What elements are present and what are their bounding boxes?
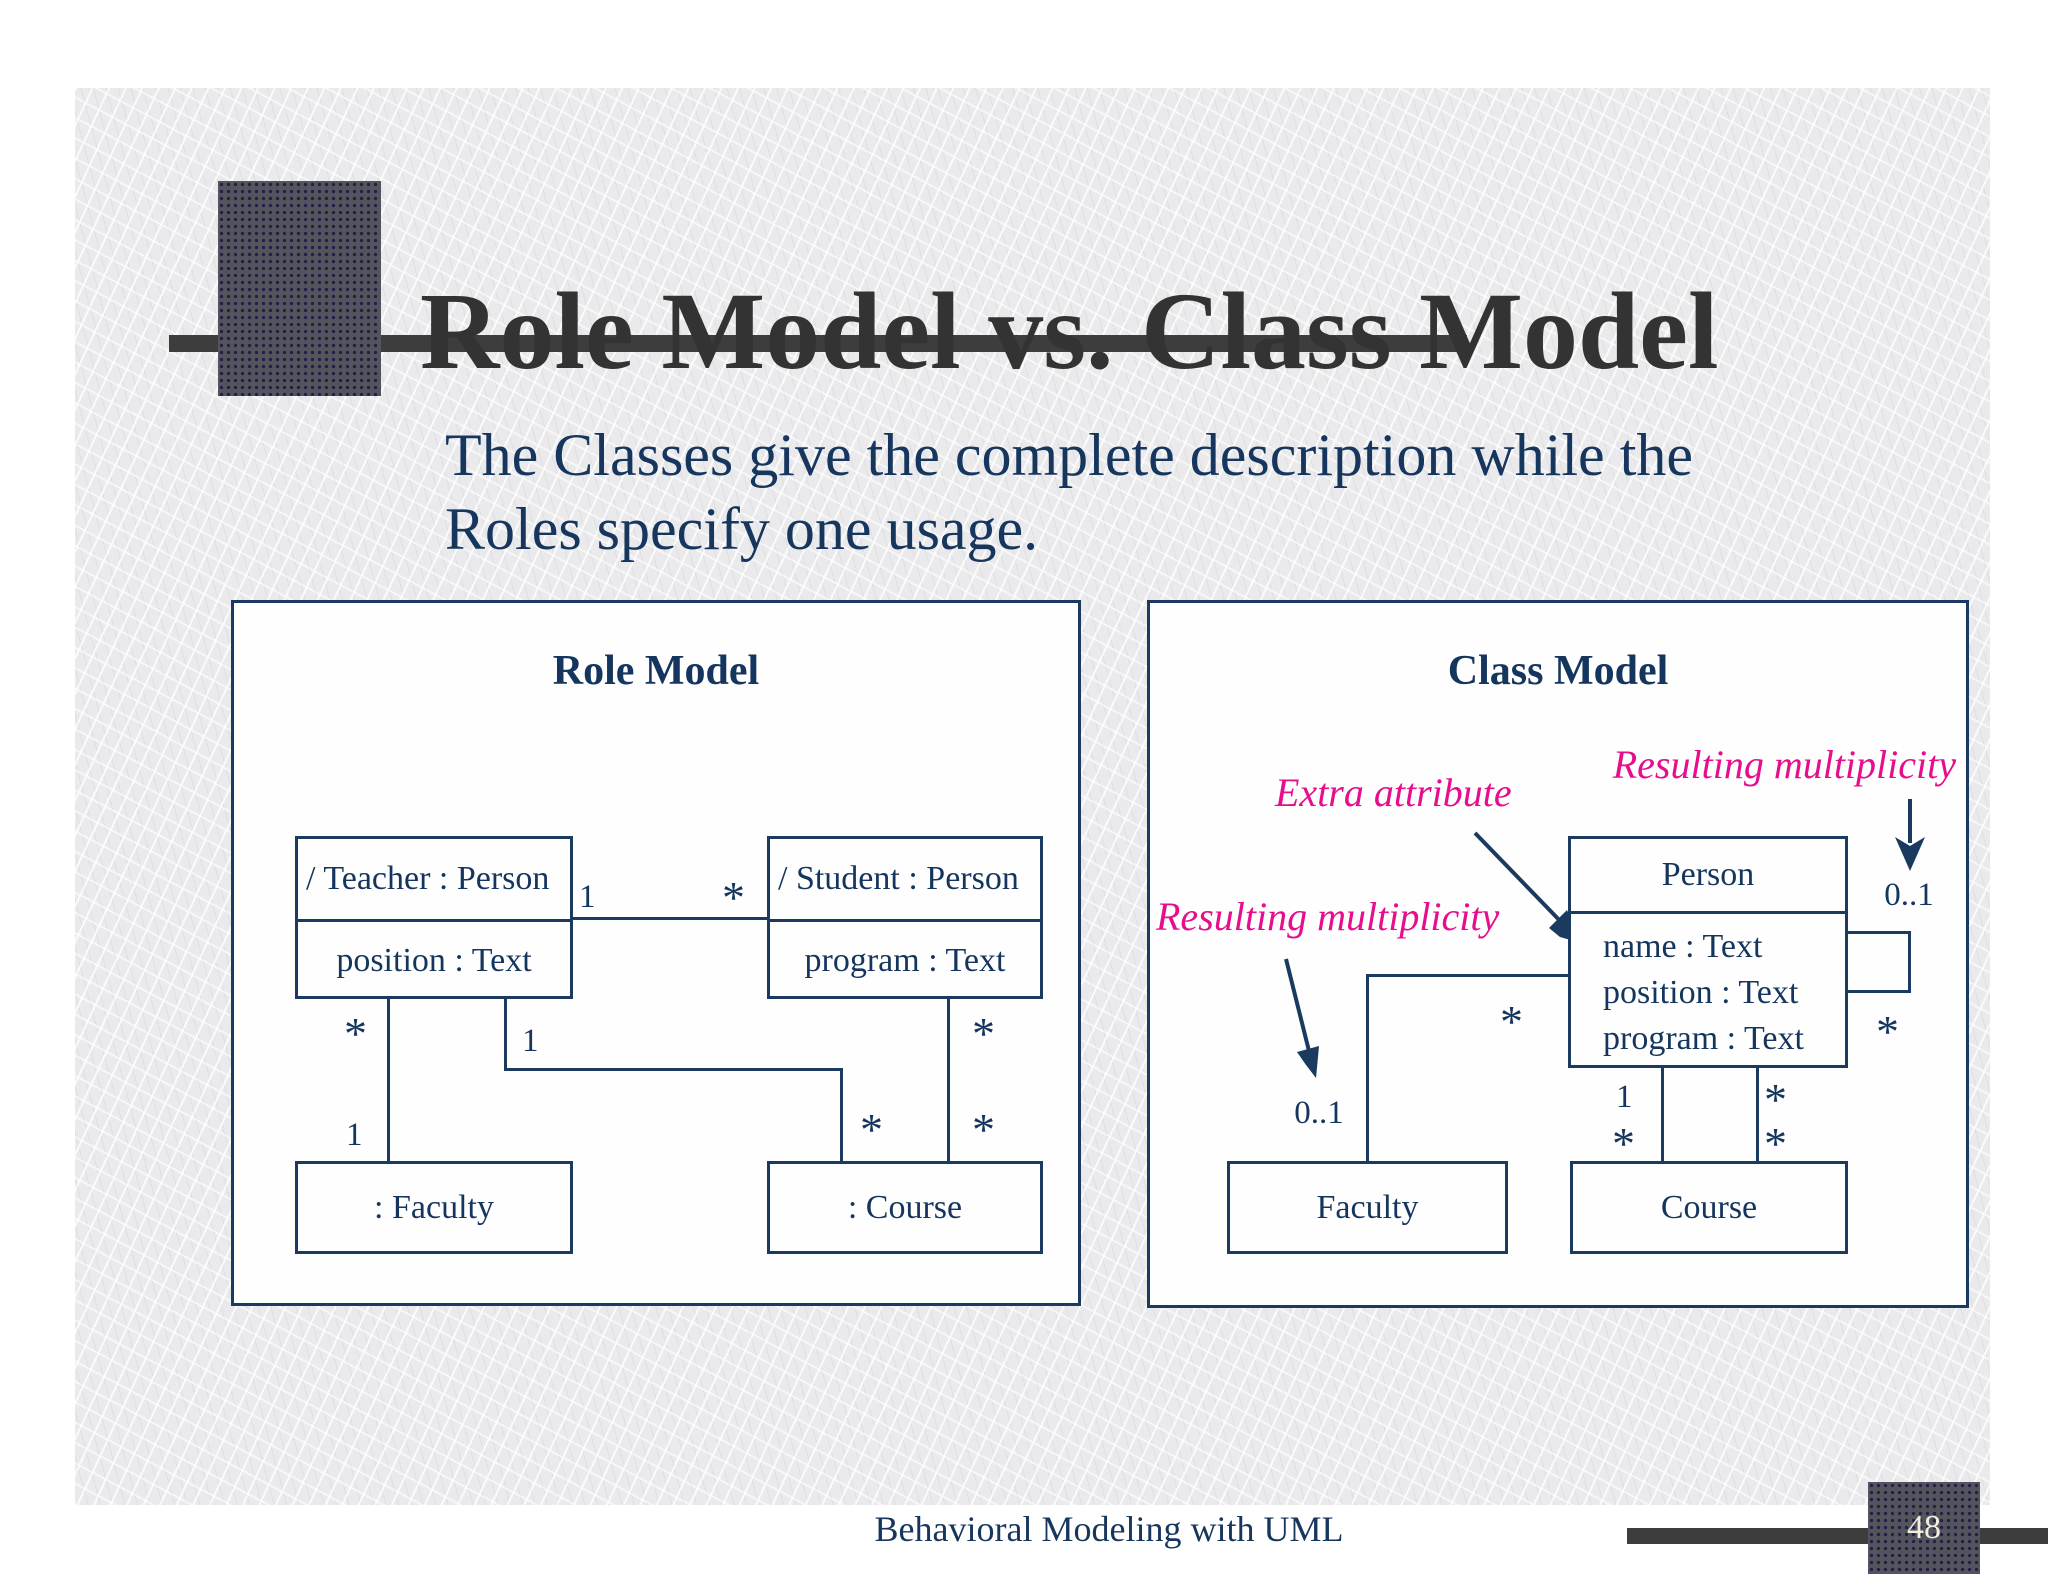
annotation-resulting-multiplicity-left: Resulting multiplicity	[1156, 894, 1500, 939]
multiplicity-label: *	[1876, 1006, 1899, 1057]
multiplicity-label: *	[1764, 1118, 1787, 1169]
role-model-heading: Role Model	[552, 648, 760, 694]
annotation-resulting-multiplicity-top: Resulting multiplicity	[1612, 742, 1956, 787]
teacher-role-box: / Teacher : Person position : Text	[295, 836, 573, 999]
faculty-class-box: Faculty	[1227, 1161, 1508, 1254]
faculty-class-name: Faculty	[1316, 1188, 1419, 1226]
person-class-box: Person name : Text position : Text progr…	[1568, 836, 1848, 1068]
multiplicity-label: 1	[522, 1023, 539, 1059]
slide-title: Role Model vs. Class Model	[420, 269, 1719, 392]
multiplicity-label: 1	[346, 1117, 363, 1153]
person-attribute-name: name : Text	[1603, 928, 1763, 965]
student-role-name: / Student : Person	[770, 839, 1040, 922]
role-model-panel: Role Model / Teacher : Person position :…	[231, 600, 1081, 1306]
person-class-name: Person	[1571, 839, 1845, 914]
slide-background: Role Model vs. Class Model The Classes g…	[75, 88, 2048, 1574]
teacher-course-association-line-v2	[840, 1068, 843, 1161]
teacher-course-association-line-h	[504, 1068, 843, 1071]
teacher-role-attribute: position : Text	[336, 941, 532, 979]
teacher-student-association-line	[573, 917, 767, 920]
subtitle-line-1: The Classes give the complete descriptio…	[445, 422, 1693, 488]
class-model-panel: Class Model Resulting multiplicity Extra…	[1147, 600, 1969, 1308]
person-course-association-line-2	[1756, 1068, 1759, 1161]
title-decoration-square	[218, 181, 381, 396]
course-role-box: : Course	[767, 1161, 1043, 1254]
multiplicity-label: *	[972, 1104, 995, 1155]
multiplicity-label: *	[860, 1104, 883, 1155]
person-faculty-association-line-h	[1366, 974, 1568, 977]
subtitle-line-2: Roles specify one usage.	[445, 496, 1039, 562]
slide-subtitle: The Classes give the complete descriptio…	[445, 418, 1693, 566]
multiplicity-label: *	[1764, 1074, 1787, 1125]
person-course-association-line-1	[1661, 1068, 1664, 1161]
multiplicity-label: 1	[1616, 1079, 1633, 1115]
person-attribute-position: position : Text	[1603, 974, 1799, 1011]
multiplicity-label: 0..1	[1884, 877, 1934, 913]
student-role-box: / Student : Person program : Text	[767, 836, 1043, 999]
arrow-to-faculty-multiplicity-icon	[1284, 958, 1312, 1056]
multiplicity-label: *	[344, 1008, 367, 1059]
course-role-name: : Course	[847, 1188, 963, 1226]
annotation-extra-attribute: Extra attribute	[1275, 770, 1512, 815]
multiplicity-label: *	[1500, 996, 1523, 1047]
multiplicity-label: *	[722, 872, 745, 923]
multiplicity-label: *	[1612, 1118, 1635, 1169]
student-course-association-line	[947, 999, 950, 1161]
person-faculty-association-line-v	[1366, 974, 1369, 1161]
person-self-association-loop	[1848, 931, 1911, 993]
multiplicity-label: *	[972, 1008, 995, 1059]
faculty-role-name: : Faculty	[374, 1188, 494, 1226]
course-class-box: Course	[1570, 1161, 1848, 1254]
page-number: 48	[1907, 1509, 1941, 1546]
footer-bar	[1627, 1528, 2048, 1544]
teacher-role-name: / Teacher : Person	[298, 839, 570, 922]
class-model-heading: Class Model	[1447, 648, 1669, 694]
student-role-attribute: program : Text	[804, 941, 1006, 979]
multiplicity-label: 0..1	[1294, 1095, 1344, 1131]
person-attribute-program: program : Text	[1603, 1020, 1804, 1057]
footer-title: Behavioral Modeling with UML	[874, 1509, 1344, 1549]
page-number-square: 48	[1868, 1482, 1980, 1574]
faculty-role-box: : Faculty	[295, 1161, 573, 1254]
title-underline-bar	[169, 335, 1467, 352]
person-class-attributes: name : Text position : Text program : Te…	[1571, 914, 1845, 1062]
course-class-name: Course	[1660, 1188, 1758, 1226]
multiplicity-label: 1	[579, 879, 596, 915]
teacher-faculty-association-line	[387, 999, 390, 1161]
teacher-course-association-line-v1	[504, 999, 507, 1071]
